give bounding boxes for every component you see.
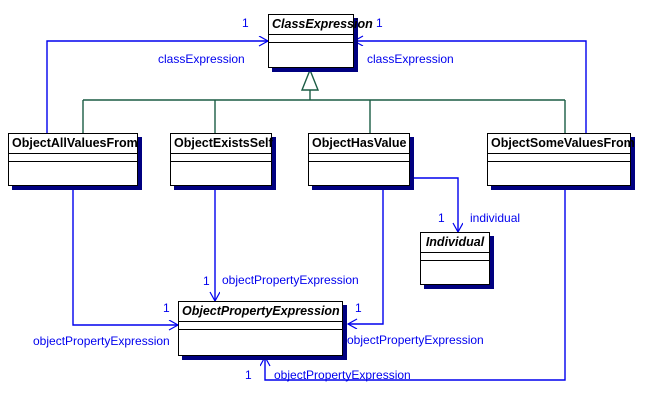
role-label-ope-left: objectPropertyExpression (33, 334, 170, 348)
attributes-compartment (488, 154, 630, 162)
association-lines (46, 41, 587, 381)
multiplicity-individual: 1 (438, 211, 445, 225)
class-box-object-all-values-from[interactable]: ObjectAllValuesFrom (8, 133, 138, 186)
operations-compartment (309, 162, 409, 213)
operations-compartment (269, 43, 353, 95)
role-label-ope-right: objectPropertyExpression (347, 333, 484, 347)
attributes-compartment (179, 322, 342, 330)
role-label-class-expression-left: classExpression (158, 52, 245, 66)
multiplicity-ope-left: 1 (163, 301, 170, 315)
class-box-object-property-expression[interactable]: ObjectPropertyExpression (178, 301, 343, 356)
operations-compartment (9, 162, 137, 213)
multiplicity-class-expression-right: 1 (376, 16, 383, 30)
assoc-hasvalue-ope-line (348, 190, 384, 324)
class-box-class-expression[interactable]: ClassExpression (268, 14, 373, 68)
multiplicity-ope-right: 1 (355, 301, 362, 315)
class-name-object-all-values-from: ObjectAllValuesFrom (9, 134, 138, 154)
class-name-individual: Individual (421, 233, 489, 253)
multiplicity-ope-bottom: 1 (245, 368, 252, 382)
assoc-hasvalue-individual-line (410, 177, 458, 232)
generalization-tree (82, 88, 566, 133)
assoc-somevalues-ope-line (265, 190, 566, 381)
attributes-compartment (269, 35, 353, 43)
class-name-object-property-expression: ObjectPropertyExpression (179, 302, 342, 322)
assoc-allvalues-ope-line (72, 190, 178, 325)
class-name-object-has-value: ObjectHasValue (309, 134, 409, 154)
role-label-individual: individual (470, 211, 521, 225)
assoc-allvalues-classexpression-line (46, 41, 268, 133)
class-box-object-exists-self[interactable]: ObjectExistsSelf (170, 133, 273, 186)
role-label-class-expression-right: classExpression (367, 52, 454, 66)
role-label-ope-bottom: objectPropertyExpression (274, 368, 411, 382)
class-name-object-some-values-from: ObjectSomeValuesFrom (488, 134, 635, 154)
multiplicity-ope-top: 1 (203, 274, 210, 288)
operations-compartment (171, 162, 271, 213)
generalization-triangle (300, 68, 320, 91)
class-box-object-some-values-from[interactable]: ObjectSomeValuesFrom (487, 133, 635, 186)
attributes-compartment (171, 154, 271, 162)
attributes-compartment (309, 154, 409, 162)
class-name-class-expression: ClassExpression (269, 15, 373, 35)
class-name-object-exists-self: ObjectExistsSelf (171, 134, 273, 154)
class-box-individual[interactable]: Individual (420, 232, 490, 285)
multiplicity-class-expression-left: 1 (242, 16, 249, 30)
attributes-compartment (9, 154, 137, 162)
class-box-object-has-value[interactable]: ObjectHasValue (308, 133, 410, 186)
operations-compartment (488, 162, 630, 213)
role-label-ope-top: objectPropertyExpression (222, 273, 359, 287)
operations-compartment (421, 261, 489, 312)
attributes-compartment (421, 253, 489, 261)
assoc-somevalues-classexpression-line (354, 41, 587, 133)
